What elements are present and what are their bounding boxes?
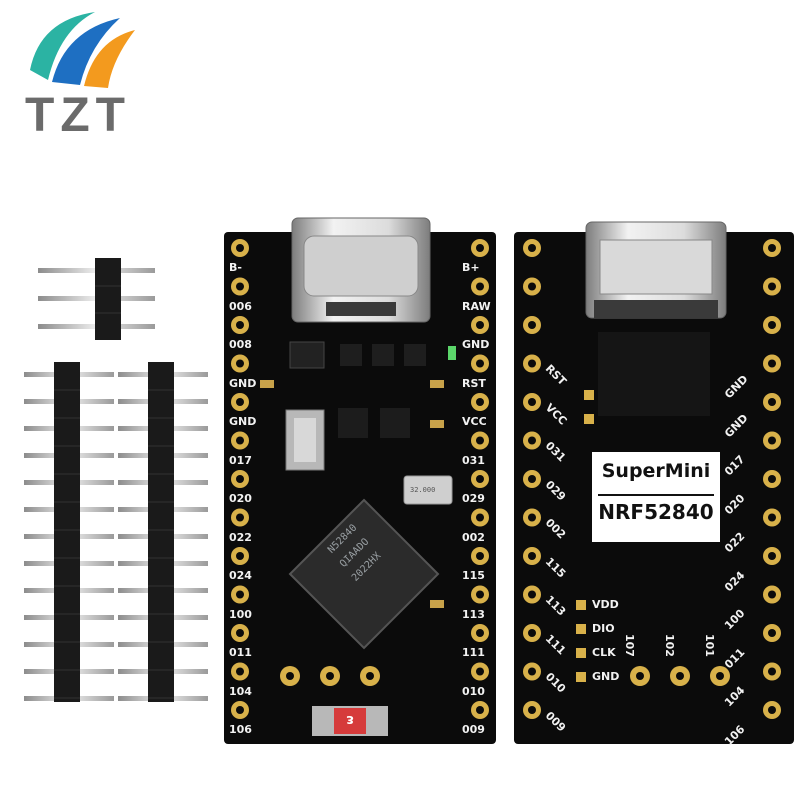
pin-header-short: [38, 258, 155, 340]
front-board: [224, 217, 496, 744]
pin-label: B+: [462, 261, 480, 274]
pin-label: 104: [229, 684, 252, 698]
pin-label: 022: [229, 530, 252, 544]
pin-label: 115: [462, 569, 485, 582]
pin-label: 017: [229, 453, 252, 467]
bottom-pad-label: 101: [703, 634, 716, 657]
brand-label: SuperMini NRF52840: [592, 452, 720, 542]
bottom-pad-label: 107: [623, 634, 636, 657]
pin-label: 002: [462, 530, 485, 544]
pin-label: 106: [229, 723, 252, 736]
pin-label: 031: [462, 453, 485, 467]
pin-label: GND: [462, 338, 490, 351]
debug-pad-label: DIO: [592, 622, 615, 635]
pin-label: 020: [229, 492, 252, 505]
pin-header-long-left: [24, 362, 114, 702]
bottom-pad-label: 102: [663, 634, 676, 657]
pin-label: 006: [229, 299, 252, 313]
brand-divider: [598, 494, 714, 496]
pin-label: GND: [229, 376, 257, 390]
brand-line-2: NRF52840: [598, 500, 714, 524]
pin-label: B-: [229, 261, 242, 274]
pin-label: VCC: [462, 415, 487, 428]
pin-label: 111: [462, 646, 485, 659]
pin-label: 100: [229, 607, 252, 621]
pin-label: GND: [229, 415, 257, 428]
pin-label: 029: [462, 492, 485, 505]
pin-label: 011: [229, 646, 252, 659]
pin-label: 113: [462, 607, 485, 621]
crystal-marking: 32.000: [410, 486, 436, 494]
logo-text: TZT: [25, 89, 131, 142]
debug-pad-label: GND: [592, 670, 620, 683]
pin-label: 024: [229, 569, 252, 582]
fuse-marking: ε: [346, 712, 354, 728]
pin-label: RST: [462, 376, 486, 390]
pin-label: 010: [462, 684, 485, 698]
pin-label: 008: [229, 338, 252, 351]
pin-header-long-right: [118, 362, 208, 702]
debug-pad-label: CLK: [592, 646, 616, 659]
pin-label: 009: [462, 723, 485, 736]
pin-label: RAW: [462, 299, 491, 313]
tzt-logo: [30, 12, 135, 88]
brand-line-1: SuperMini: [601, 460, 711, 482]
debug-pad-label: VDD: [592, 598, 619, 611]
